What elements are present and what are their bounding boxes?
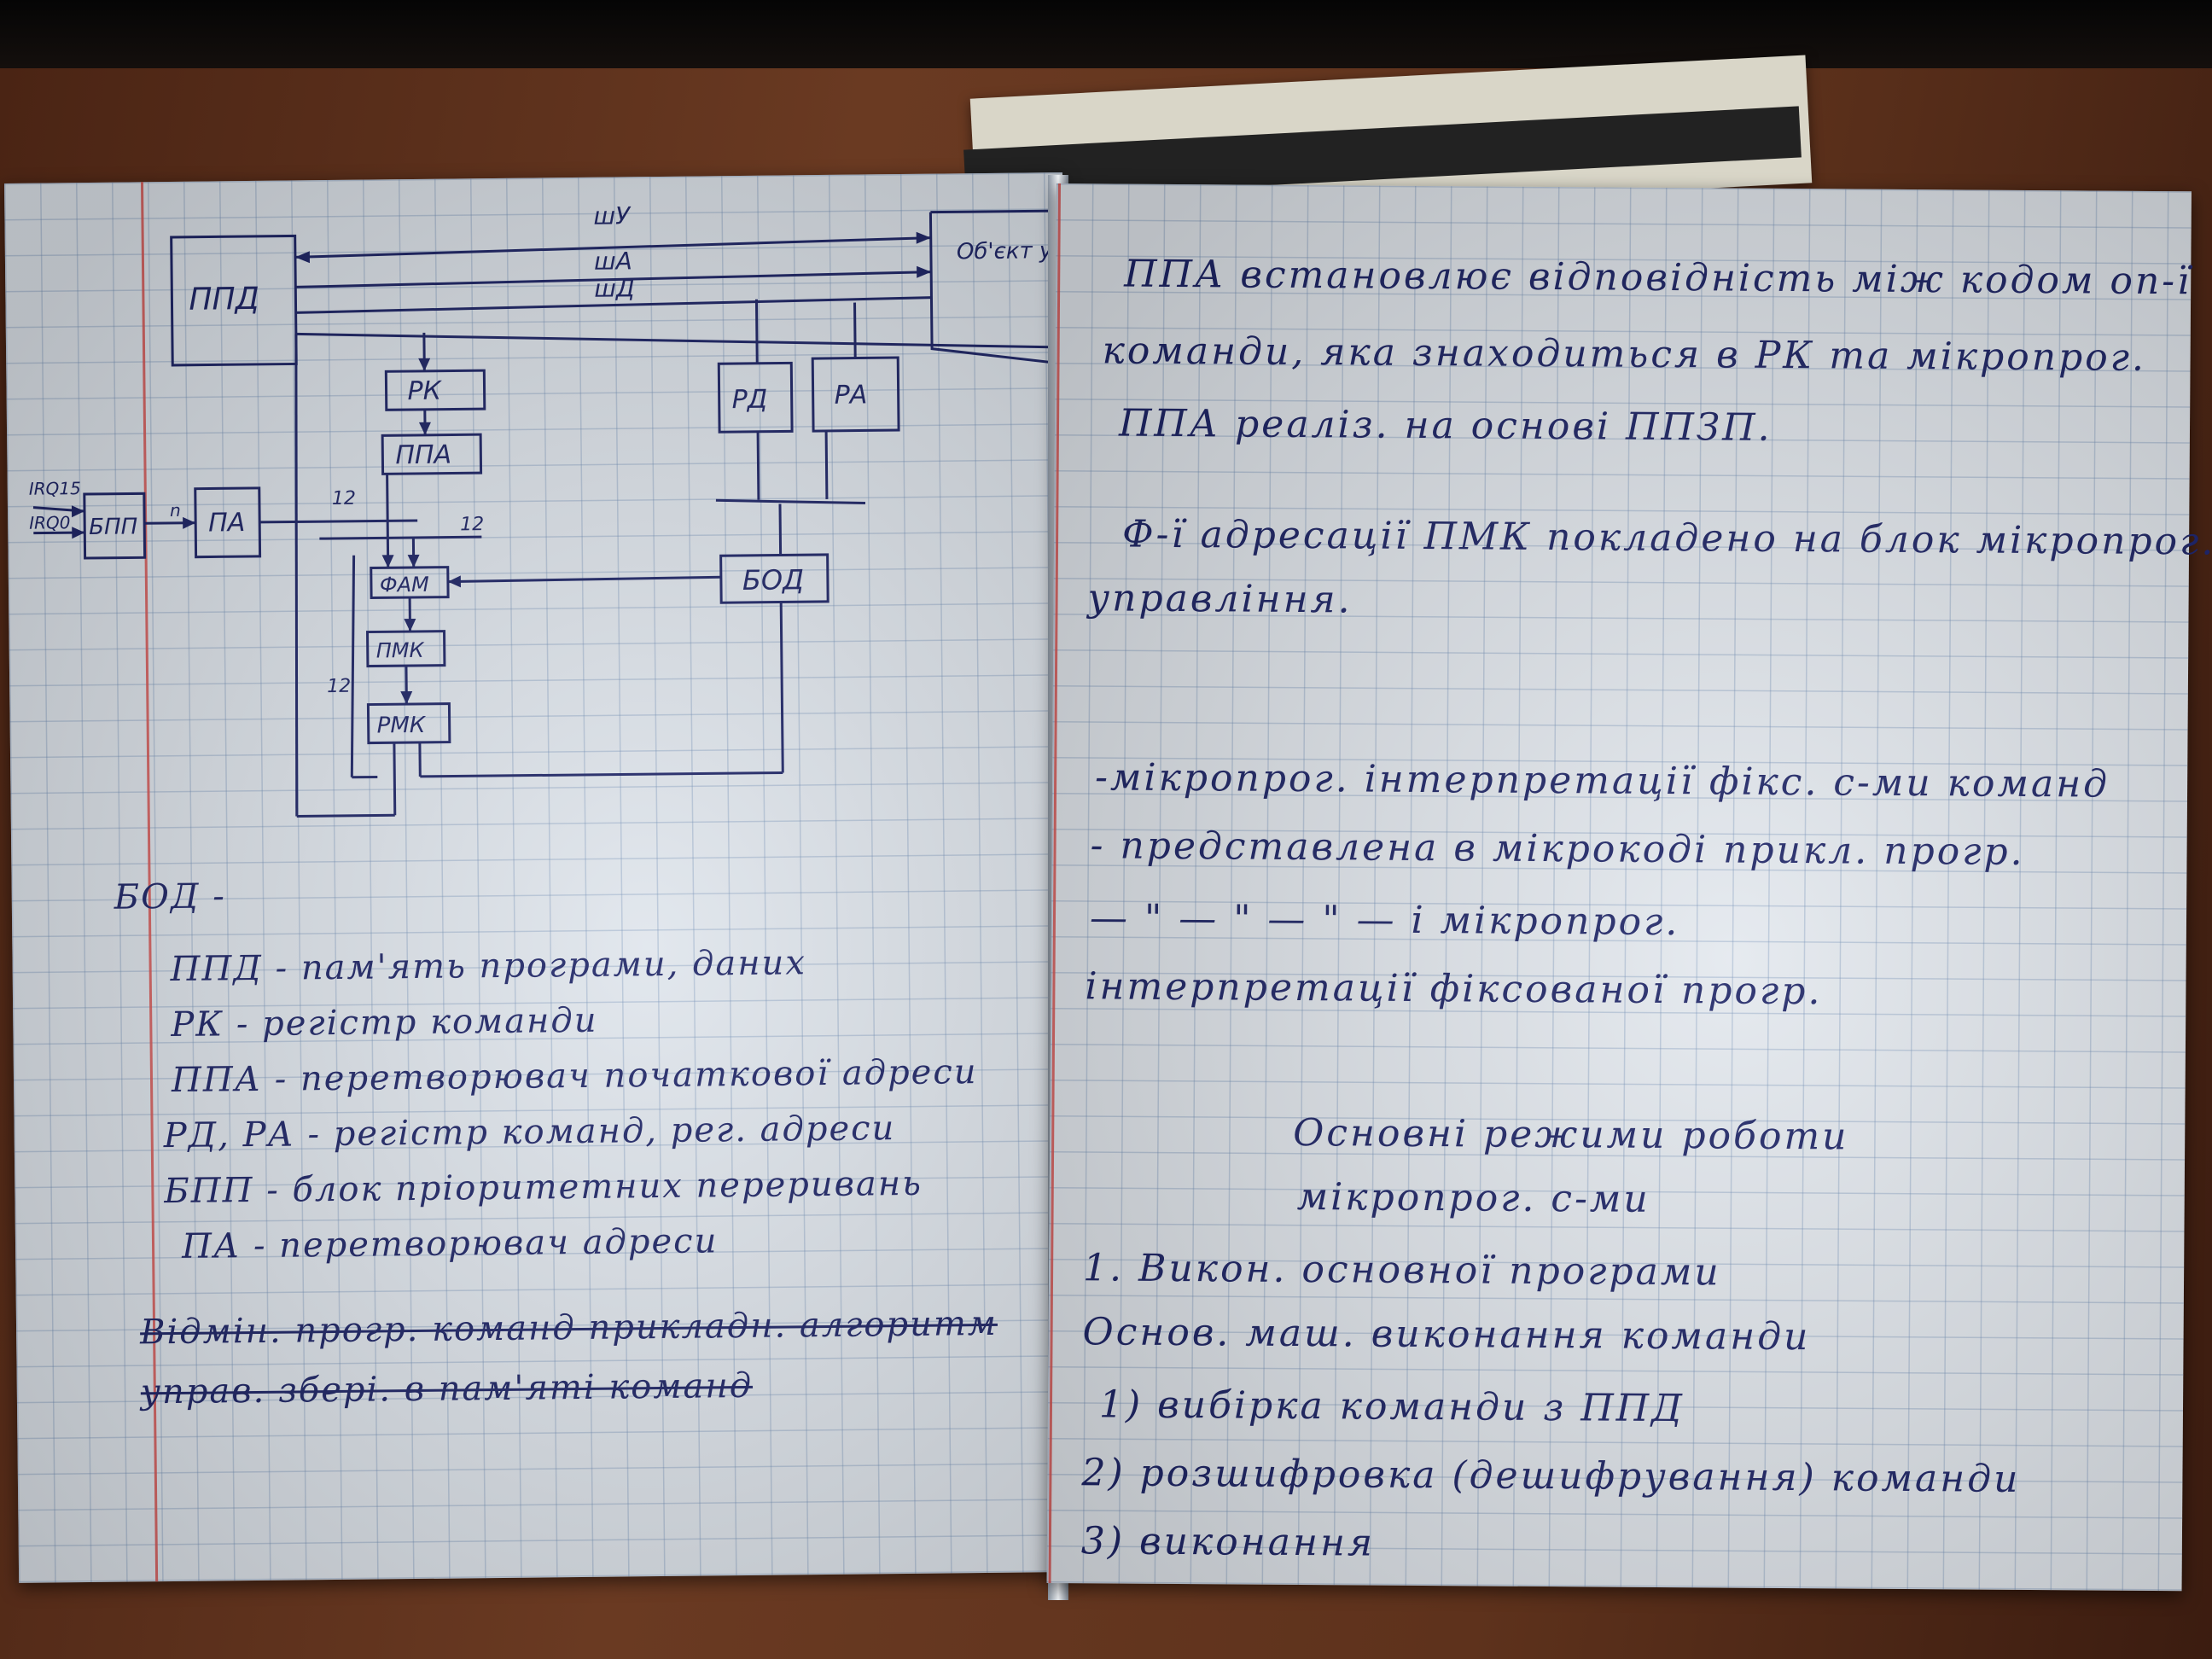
note-r-line8: — " — " — " — і мікропрог. [1089,896,1680,945]
note-r-line6: -мікропрог. інтерпретації фікс. с-ми ком… [1094,755,2110,806]
note-r-line5: управління. [1087,576,1353,622]
right-page-shading [1046,183,2192,1592]
bpp-block [83,492,147,560]
label-rk: РК [407,376,442,406]
note-r-line2: команди, яка знаходиться в РК та мікропр… [1102,329,2147,380]
label-irq0: IRQ0 [29,512,71,533]
label-bus-shd: шД [594,274,635,302]
rd-block [717,361,794,434]
note-rk: РК - регістр команди [171,1000,598,1045]
rk-block [384,369,486,411]
note-r-line9: інтерпретації фіксованої прогр. [1085,964,1823,1014]
note-ppd: ППД - пам'ять програми, даних [170,943,807,990]
right-page: ППА встановлює відповідність між кодом о… [1046,183,2212,1592]
label-rmk: РМК [377,713,427,739]
ppd-block [170,234,298,367]
note-rd-ra: РД, РА - регістр команд, рег. адреси [163,1109,896,1156]
label-width-12c: 12 [327,676,351,697]
note-r-item4: 2) розшифровка (дешифрування) команди [1081,1451,2021,1501]
block-diagram: ППД Об'єкт управління шУ шА шД РК ППА РД… [29,201,1069,818]
label-width-n: n [170,500,181,521]
note-bod: БОД - [114,876,226,917]
note-r-line7: - представлена в мікрокоді прикл. прогр. [1090,824,2025,874]
label-ppa: ППА [395,440,451,471]
label-fam: ФАМ [380,573,429,597]
label-ra: РА [834,380,867,410]
note-r-item1: 1. Викон. основної програми [1082,1246,1721,1295]
label-ppd: ППД [189,282,259,317]
note-r-line1: ППА встановлює відповідність між кодом о… [1124,252,2192,304]
note-struck-1: Відмін. прогр. команд прикладн. алгоритм [139,1303,998,1353]
label-rd: РД [732,385,768,415]
label-bus-sha: шА [594,247,632,275]
note-r-item3: 1) вибірка команди з ППД [1098,1382,1685,1431]
label-pmk: ПМК [376,638,425,663]
label-bpp: БПП [89,514,137,540]
note-r-line4: Ф-ї адресації ПМК покладено на блок мікр… [1121,512,2212,564]
note-struck-2: управ. збері. в пам'яті команд [140,1365,754,1412]
left-page: ППД Об'єкт управління шУ шА шД РК ППА РД… [4,172,1078,1583]
note-r-item2: Основ. маш. виконання команди [1082,1310,1811,1359]
note-r-item5: 3) виконання [1080,1519,1376,1565]
ppa-block [381,433,483,475]
note-pa: ПА - перетворювач адреси [181,1221,719,1266]
label-bus-shu: шУ [593,201,632,230]
note-r-heading2: мікропрог. с-ми [1296,1174,1650,1221]
label-pa: ПА [208,508,245,538]
label-width-12b: 12 [460,514,484,535]
note-bpp: БПП - блок пріоритетних переривань [164,1163,923,1212]
bod-block [719,553,830,604]
rmk-block [366,702,451,745]
note-r-line3: ППА реаліз. на основі ППЗП. [1118,401,1773,450]
label-irq15: IRQ15 [29,478,81,499]
label-bod: БОД [742,563,805,597]
label-width-12a: 12 [332,488,356,509]
note-r-heading1: Основні режими роботи [1293,1110,1849,1159]
note-ppa: ППА - перетворювач початкової адреси [171,1052,978,1101]
